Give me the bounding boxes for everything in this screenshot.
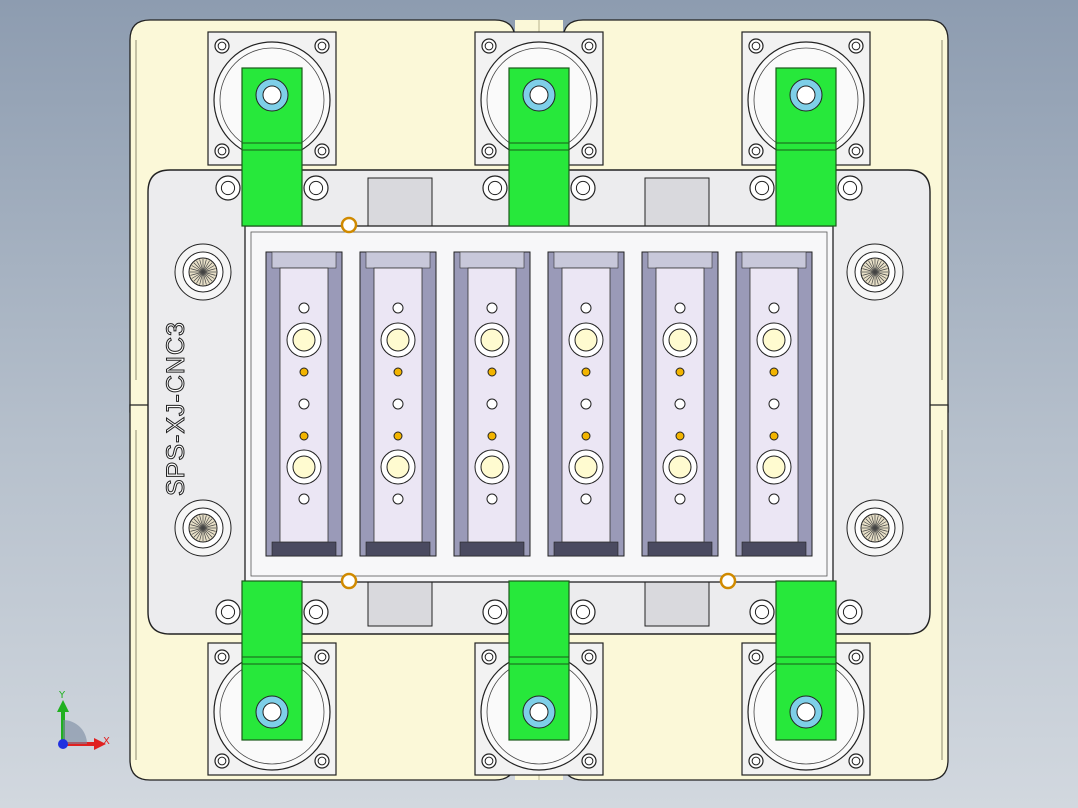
cap-screw <box>749 175 863 201</box>
clamp-arm <box>241 580 303 741</box>
clamp-arm <box>508 580 570 741</box>
knurled-locator <box>174 499 232 557</box>
knurled-locator <box>846 499 904 557</box>
axis-triad: Y X <box>57 690 110 750</box>
fixture-plate <box>147 169 931 635</box>
clamp-arm <box>775 580 837 741</box>
knurled-locators <box>174 175 904 625</box>
clamp-arm <box>241 67 303 227</box>
cap-screw <box>215 599 329 625</box>
cap-screw <box>215 175 329 201</box>
slot <box>359 251 437 557</box>
clamp-arm <box>508 67 570 227</box>
part-marking-text: SPS-XJ-CNC3 <box>162 321 190 496</box>
slot <box>735 251 813 557</box>
part-marking: SPS-XJ-CNC3 <box>162 321 191 497</box>
cap-screw <box>482 175 596 201</box>
knurled-locator <box>174 243 232 301</box>
slot <box>641 251 719 557</box>
clamp-arm <box>775 67 837 227</box>
cap-screw <box>749 599 863 625</box>
cap-screw <box>482 599 596 625</box>
knurled-locator <box>846 243 904 301</box>
dowel-pins <box>340 216 737 590</box>
slot <box>547 251 625 557</box>
workpiece-slots <box>265 251 813 557</box>
slot <box>453 251 531 557</box>
y-axis-label: Y <box>58 690 66 701</box>
clamp-arms <box>241 67 837 741</box>
slot <box>265 251 343 557</box>
x-axis-label: X <box>103 736 110 747</box>
